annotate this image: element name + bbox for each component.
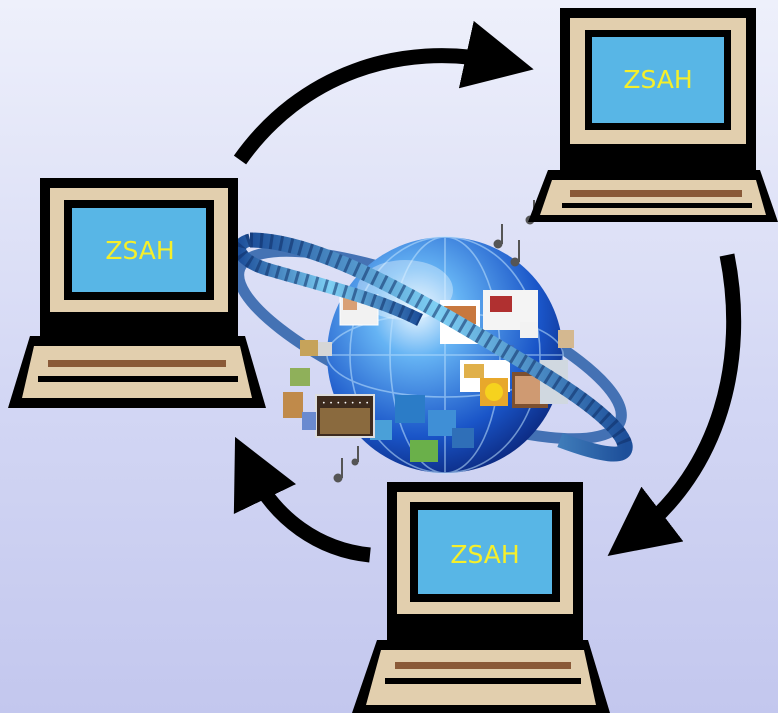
computer-left: ZSAH (8, 178, 266, 408)
screen (592, 37, 724, 123)
monitor: ZSAH (387, 482, 583, 642)
screen (418, 510, 552, 594)
screen-label: ZSAH (450, 540, 519, 569)
screen-label: ZSAH (623, 65, 692, 94)
computer-top-right: ZSAH (528, 8, 778, 222)
arrow-right (607, 253, 742, 556)
monitor: ZSAH (560, 8, 756, 173)
globe-with-media-ribbon-icon: • • • • • • • (233, 200, 633, 483)
screen-label: ZSAH (105, 236, 174, 265)
monitor: ZSAH (40, 178, 238, 340)
cycle-arrows (233, 20, 742, 563)
keyboard (352, 640, 610, 713)
keyboard (528, 170, 778, 222)
keyboard (8, 336, 266, 408)
arrow-top (233, 20, 534, 165)
computer-bottom: ZSAH (352, 482, 610, 713)
svg-text:• • • • • • •: • • • • • • • (322, 400, 369, 407)
screen (72, 208, 206, 292)
arrow-bottom-left (233, 436, 371, 563)
